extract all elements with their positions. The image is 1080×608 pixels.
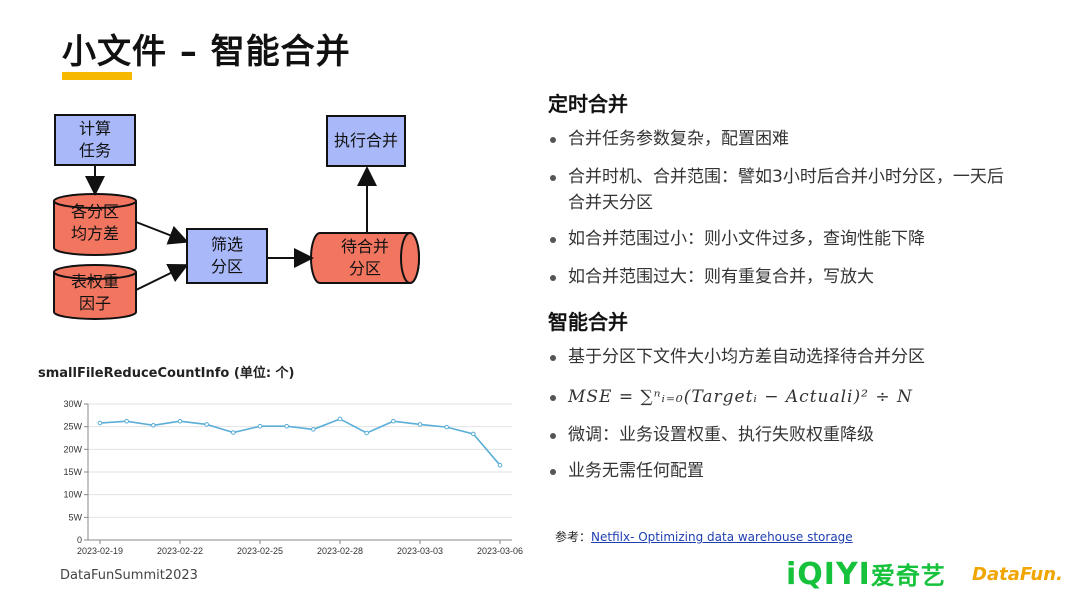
y-tick-label: 15W	[63, 467, 82, 477]
data-point	[391, 418, 396, 424]
compute-task-box: 计算 任务	[54, 114, 136, 166]
y-tick-label: 5W	[69, 512, 83, 522]
y-tick-label: 20W	[63, 444, 82, 454]
bullet-item: MSE = ∑ⁿᵢ₌₀(Targetᵢ − Actuali)² ÷ N	[550, 384, 1030, 410]
data-point	[177, 418, 183, 424]
datafun-logo: DataFun.	[972, 564, 1063, 585]
bullet-item: 如合并范围过小：则小文件过多，查询性能下降	[550, 226, 1030, 252]
data-point	[311, 427, 316, 432]
iqiyi-logo: iQIYI爱奇艺	[786, 557, 946, 592]
x-tick-label: 2023-02-19	[77, 546, 123, 556]
section-title-scheduled-merge: 定时合并	[548, 92, 628, 116]
data-point	[337, 416, 343, 422]
section-title-smart-merge: 智能合并	[548, 310, 628, 334]
data-point	[97, 420, 103, 426]
x-tick-label: 2023-02-25	[237, 546, 283, 556]
bullet-item: 合并任务参数复杂，配置困难	[550, 126, 1030, 152]
cylinder-table-weight	[53, 264, 137, 320]
bullet-item: 基于分区下文件大小均方差自动选择待合并分区	[550, 344, 1030, 370]
bullet-dot	[550, 355, 556, 361]
data-point	[444, 424, 449, 430]
x-tick-label: 2023-03-03	[397, 546, 443, 556]
filter-partition-box: 筛选 分区	[186, 228, 268, 284]
x-tick-label: 2023-02-22	[157, 546, 203, 556]
data-point	[124, 418, 129, 424]
data-point	[417, 422, 423, 427]
bullet-item: 业务无需任何配置	[550, 458, 1030, 484]
y-tick-label: 0	[77, 535, 82, 545]
bullet-item: 如合并范围过大：则有重复合并，写放大	[550, 264, 1030, 290]
pending-merge-label: 待合并 分区	[340, 237, 389, 278]
bullet-item: 微调：业务设置权重、执行失败权重降级	[550, 422, 1030, 448]
arrow-weight-to-filter	[135, 264, 189, 291]
data-point	[204, 422, 209, 427]
partition-variance-label: 各分区 均方差	[70, 202, 119, 243]
data-point	[364, 430, 369, 436]
bullet-dot	[550, 237, 556, 243]
bullet-dot	[550, 137, 556, 143]
mse-formula: MSE = ∑ⁿᵢ₌₀(Targetᵢ − Actuali)² ÷ N	[568, 387, 913, 407]
bullet-dot	[550, 395, 556, 401]
footer-text: DataFunSummit2023	[60, 568, 198, 583]
title-underline	[62, 72, 132, 80]
data-point	[284, 423, 289, 429]
y-tick-label: 30W	[63, 399, 82, 409]
x-tick-label: 2023-03-06	[477, 546, 523, 556]
data-point	[471, 431, 476, 437]
x-tick-label: 2023-02-28	[317, 546, 363, 556]
slide-title: 小文件 – 智能合并	[62, 32, 351, 72]
execute-merge-box: 执行合并	[326, 115, 406, 167]
reference-link[interactable]: Netfilx- Optimizing data warehouse stora…	[591, 530, 853, 544]
cylinder-pending-merge	[310, 232, 420, 284]
bullet-item: 合并时机、合并范围：譬如3小时后合并小时分区，一天后合并天分区	[550, 164, 1020, 216]
bullet-dot	[550, 433, 556, 439]
y-tick-label: 10W	[63, 490, 82, 500]
data-point	[257, 423, 263, 429]
data-point	[497, 462, 503, 468]
series-line	[99, 418, 501, 466]
cylinder-partition-variance	[53, 193, 137, 256]
bullet-dot	[550, 275, 556, 281]
bullet-dot	[550, 175, 556, 181]
reference-label: 参考：	[555, 530, 592, 544]
table-weight-label: 表权重 因子	[70, 272, 119, 313]
bullet-dot	[550, 469, 556, 475]
reference: 参考：Netfilx- Optimizing data warehouse st…	[555, 528, 853, 545]
y-tick-label: 25W	[63, 422, 82, 432]
chart-title: smallFileReduceCountInfo (单位: 个)	[38, 366, 295, 381]
arrow-variance-to-filter	[135, 221, 189, 245]
data-point	[231, 430, 236, 435]
data-point	[151, 423, 156, 428]
